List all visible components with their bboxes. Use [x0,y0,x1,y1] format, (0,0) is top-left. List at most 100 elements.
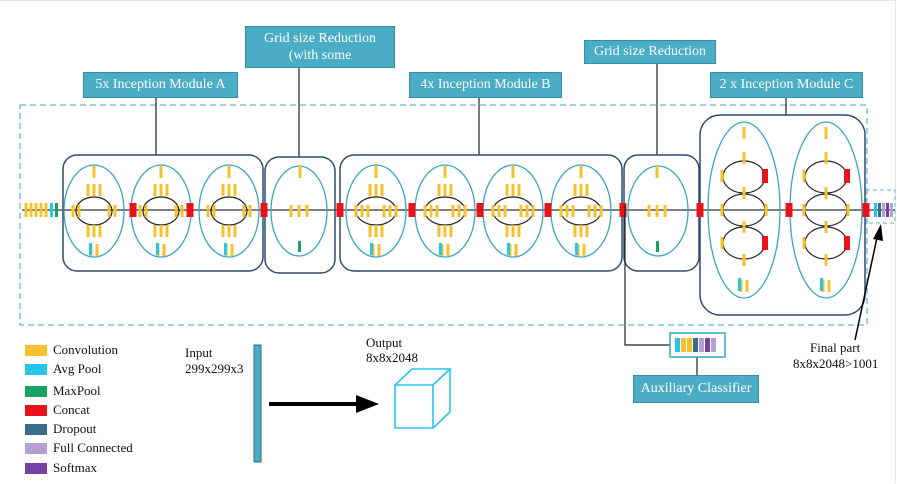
fc-block [699,338,704,352]
output-cube [394,368,453,429]
conv-block [221,225,225,237]
reduction-1-label-line2: (with some [288,48,352,63]
conv-block [24,203,28,217]
conv-block [180,205,184,217]
concat-block [408,203,416,217]
conv-block [138,205,142,217]
conv-block [491,205,495,217]
conv-block [824,254,828,266]
concat-block [619,203,627,217]
conv-block [382,205,386,217]
final-part-size: 8x8x2048>1001 [793,356,879,371]
legend-item: Concat [25,402,90,418]
conv-block [248,205,252,217]
avgpool-block [156,243,159,255]
avgpool-block [50,203,53,217]
input-slab [253,344,262,463]
legend-label: Dropout [53,421,97,436]
legend-item: MaxPool [25,383,101,399]
conv-block [565,205,569,217]
conv-block [802,204,806,216]
legend-label: MaxPool [53,383,101,398]
conv-block [162,244,166,256]
conv-block [221,184,225,196]
conv-block [531,205,535,217]
branch-loop [142,196,180,226]
conv-block [39,203,43,217]
fc-block [711,338,716,352]
conv-block [663,205,667,217]
legend-label: Softmax [53,460,98,475]
conv-block [582,244,586,256]
legend-label: Avg Pool [53,361,102,376]
reduction-2-label: Grid size Reduction [584,40,716,64]
conv-block [159,184,163,196]
concat-block [844,169,850,183]
conv-block [380,225,384,237]
conv-block [289,205,293,217]
conv-block [368,225,372,237]
conv-block [98,184,102,196]
conv-block [113,205,117,217]
conv-block [742,187,746,199]
avgpool-block [874,203,877,217]
conv-block [764,204,768,216]
conv-block [423,205,427,217]
legend-item: Avg Pool [25,361,102,377]
conv-block [720,204,724,216]
conv-block [34,203,38,217]
conv-block [824,187,828,199]
conv-block [153,225,157,237]
conv-block [517,225,521,237]
concat-block [186,203,194,217]
auxiliary-connector [624,205,698,375]
conv-block [354,205,358,217]
conv-block [579,166,583,178]
conv-block [517,184,521,196]
conv-block [802,170,806,182]
fc-block [890,203,893,217]
legend-label: Full Connected [53,440,133,455]
conv-block [824,152,828,164]
conv-block [298,166,302,178]
conv-block [446,244,450,256]
conv-block [720,170,724,182]
avgpool-block [439,243,442,255]
conv-block [511,166,515,178]
module-ellipse [63,164,125,258]
conv-block [505,225,509,237]
conv-block [742,127,746,139]
conv-block [571,205,575,217]
conv-block [443,184,447,196]
legend-swatch [25,385,47,397]
conv-block [511,184,515,196]
softmax-block [705,338,710,352]
conv-block [71,205,75,217]
conv-block [559,205,563,217]
conv-block [824,221,828,233]
conv-block [457,205,461,217]
legend-item: Softmax [25,460,97,476]
concat-block [844,236,850,250]
conv-block [92,184,96,196]
final-arrow-head [873,224,883,241]
conv-block [394,205,398,217]
final-part-title: Final part [810,340,861,355]
conv-block [437,184,441,196]
conv-block [429,205,433,217]
conv-block [585,225,589,237]
conv-block [233,184,237,196]
module-ellipse [198,164,260,258]
concat-block [762,236,768,250]
conv-block [647,205,651,217]
legend-swatch [25,404,47,416]
module-ellipse [707,121,781,299]
legend-label: Concat [53,402,90,417]
conv-block [681,338,686,352]
conv-block [233,225,237,237]
conv-block [86,184,90,196]
maxpool-block [656,241,659,252]
conv-block [742,152,746,164]
conv-block [573,225,577,237]
conv-block [827,280,831,292]
